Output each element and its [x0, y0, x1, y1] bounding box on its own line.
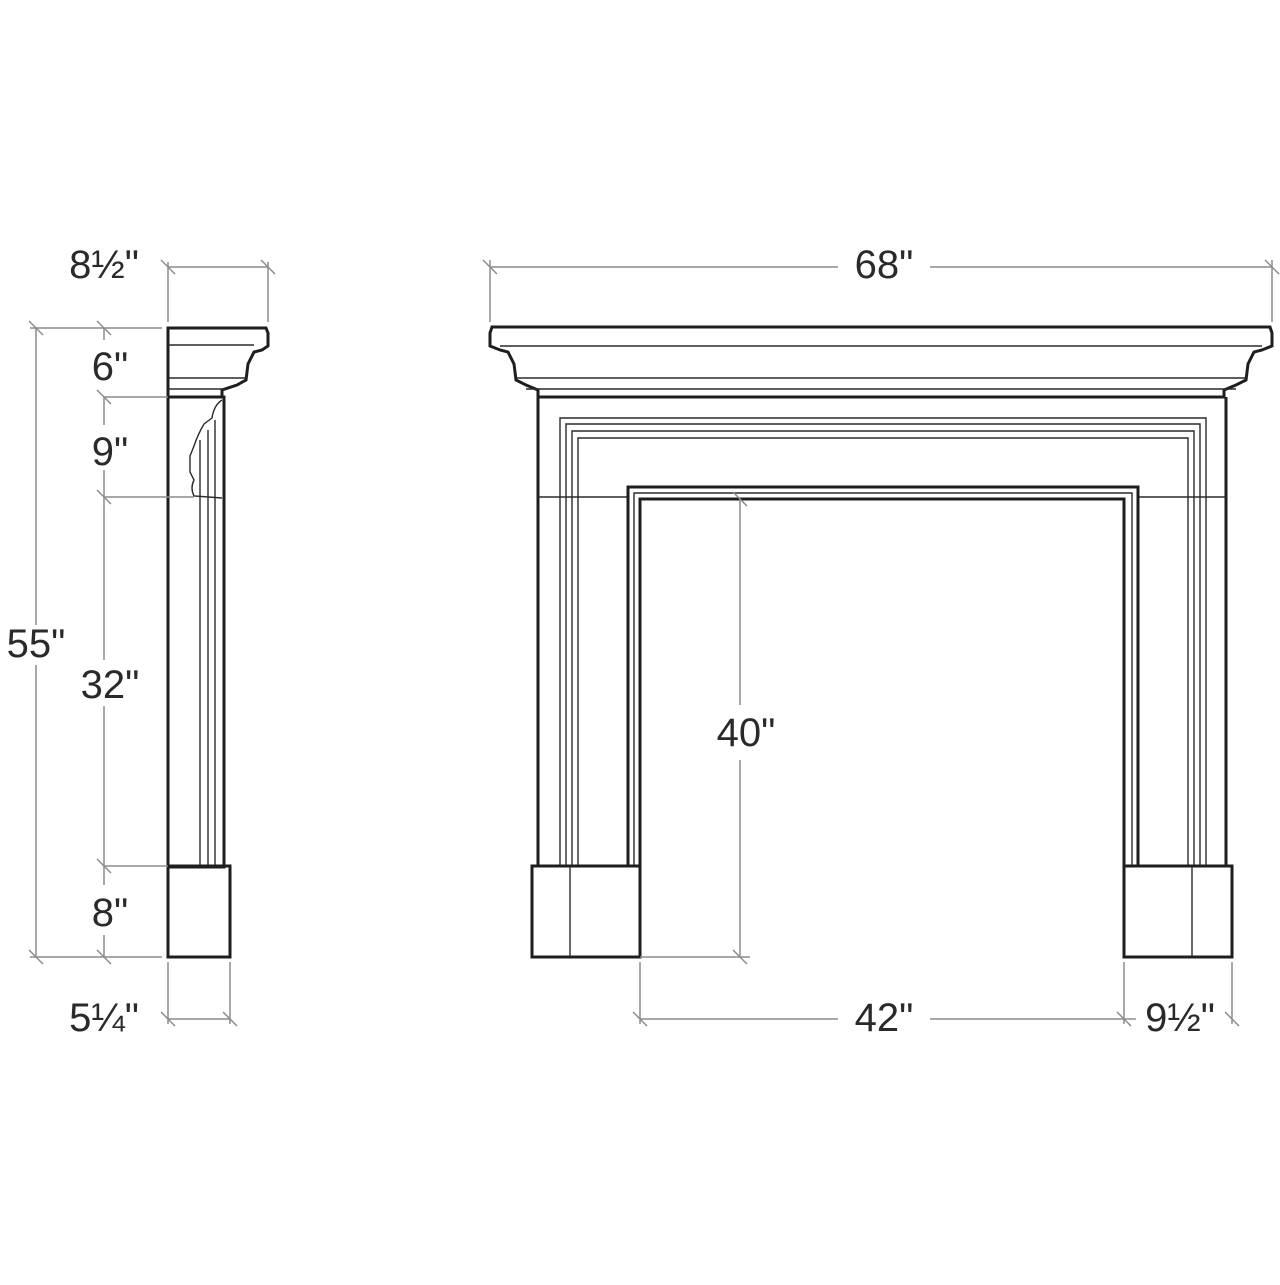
label-leg-height: 32" — [81, 663, 140, 707]
front-plinth-right — [1122, 864, 1234, 959]
front-inner-surround — [626, 485, 1140, 866]
side-corbel-curve — [189, 399, 223, 499]
label-total-height: 55" — [7, 622, 66, 666]
side-view — [166, 326, 270, 959]
label-opening-height: 40" — [717, 711, 776, 755]
label-corbel-height: 9" — [92, 430, 128, 474]
dimension-lines — [28, 259, 1280, 1027]
label-shelf-height: 6" — [92, 345, 128, 389]
label-opening-width: 42" — [855, 996, 914, 1040]
front-shelf — [488, 325, 1274, 399]
label-leg-width: 9½" — [1145, 996, 1215, 1040]
front-molding — [577, 437, 1189, 866]
label-depth-top: 8½" — [69, 243, 139, 287]
side-plinth — [166, 864, 232, 959]
label-depth-bottom: 5¼" — [69, 996, 139, 1040]
front-inner-molding — [633, 492, 1133, 866]
label-plinth-height: 8" — [92, 891, 128, 935]
front-view — [488, 325, 1274, 959]
label-overall-width: 68" — [855, 243, 914, 287]
front-molding — [565, 423, 1201, 866]
side-shelf-profile — [166, 326, 270, 399]
front-molding — [559, 417, 1207, 866]
firebox-opening — [638, 497, 1126, 957]
front-molding — [571, 430, 1195, 866]
dimension-labels: 8½" 55" 6" 9" 32" 8" 5¼" 68" 40" 42" 9½" — [7, 243, 1215, 1040]
front-plinth-left — [530, 864, 642, 959]
